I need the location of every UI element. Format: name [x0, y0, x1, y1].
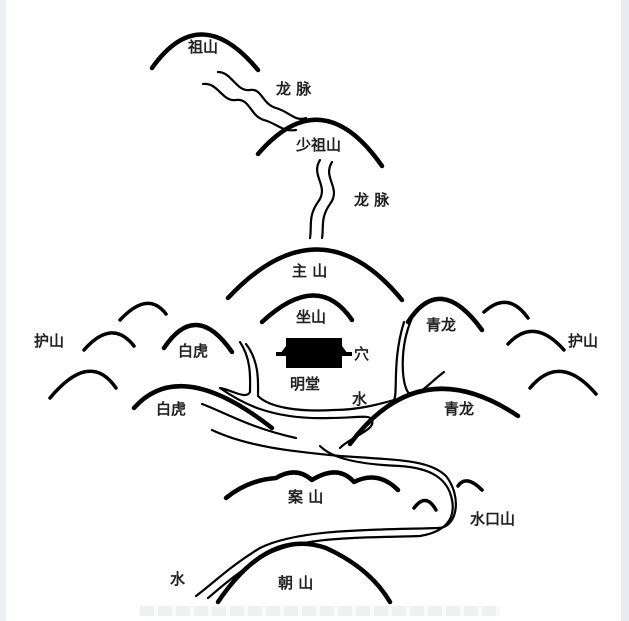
- label-xue: 穴: [354, 345, 369, 363]
- dragon-vein-2: [308, 158, 324, 240]
- label-chaoshan: 朝 山: [278, 574, 313, 592]
- left-guardian-ridge-2: [82, 331, 136, 352]
- lesser-ancestral-mountain-ridge: [255, 117, 385, 169]
- main-mountain-ridge: [225, 247, 405, 303]
- dragon-vein-1b: [201, 82, 298, 132]
- mingtang-water-right-2: [200, 402, 298, 440]
- label-zhushan: 主 山: [292, 262, 327, 280]
- right-guardian-ridge-2: [506, 329, 566, 352]
- white-tiger-outer-ridge: [131, 383, 275, 431]
- label-longmai-2: 龙 脉: [353, 191, 390, 209]
- white-tiger-inner-ridge: [161, 322, 235, 355]
- main-river-outer: [194, 428, 457, 598]
- label-shaozushan: 少祖山: [295, 136, 341, 154]
- facing-mountain-ridge: [215, 541, 393, 605]
- faded-caption: [140, 606, 500, 616]
- seat-mountain-ridge: [259, 293, 355, 325]
- label-baihu-inner: 白虎: [178, 342, 208, 360]
- azure-dragon-inner-ridge: [405, 296, 485, 333]
- right-guardian-ridge-3: [528, 369, 598, 396]
- water-mouth-mountain-2: [456, 479, 484, 492]
- ancestral-mountain-ridge: [149, 32, 261, 73]
- label-hushan-right: 护山: [568, 332, 598, 350]
- label-hushan-left: 护山: [34, 332, 64, 350]
- table-mountain-ridge: [223, 470, 401, 501]
- label-qinglong-outer: 青龙: [444, 400, 474, 418]
- label-zuoshan: 坐山: [296, 308, 326, 326]
- dragon-vein-1: [216, 70, 308, 120]
- left-guardian-ridge-3: [48, 369, 118, 400]
- label-shuikoushan: 水口山: [470, 510, 515, 528]
- diagram-canvas: [6, 0, 592, 621]
- mingtang-water-left-inner: [244, 320, 406, 412]
- mingtang-water-right: [401, 316, 446, 396]
- scroll-edge: [621, 0, 629, 621]
- label-qinglong-inner: 青龙: [426, 316, 456, 334]
- left-guardian-ridge-1: [118, 301, 168, 322]
- azure-dragon-outer-ridge: [347, 386, 521, 447]
- water-mouth-mountain-1: [412, 498, 438, 512]
- dragon-vein-2b: [320, 160, 336, 240]
- mingtang-water-left: [218, 340, 374, 450]
- label-anshan: 案 山: [287, 488, 323, 506]
- label-mingtang: 明堂: [290, 375, 320, 393]
- label-longmai-1: 龙 脉: [275, 80, 312, 98]
- main-river-inner: [206, 444, 454, 600]
- label-shui-outlet: 水: [170, 570, 186, 588]
- label-shui-center: 水: [352, 390, 368, 408]
- label-baihu-outer: 白虎: [156, 400, 186, 418]
- house-icon: [276, 338, 352, 368]
- right-guardian-ridge-1: [482, 300, 530, 320]
- label-zushan: 祖山: [187, 38, 218, 56]
